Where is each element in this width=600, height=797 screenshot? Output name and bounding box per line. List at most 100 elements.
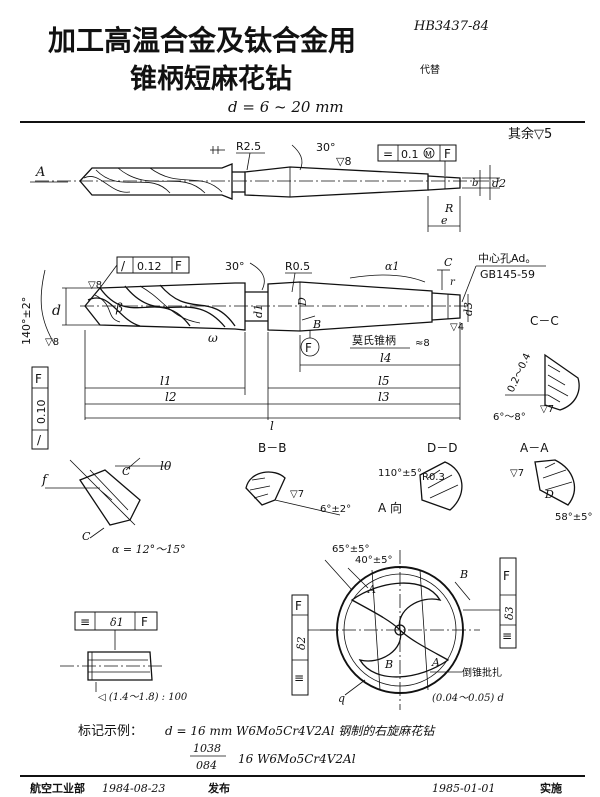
main-frame-value: 0.12 [137,260,162,273]
detail-frame-datum: F [141,615,148,629]
footer-implemented: 实施 [540,781,562,795]
main-label-d: D [296,297,309,307]
dim-l4: l4 [380,351,391,365]
dim-l2: l2 [165,390,176,404]
main-view: / 0.12 F ▽8 30° R0.5 α1 C r 中心孔Ad。 GB145… [20,252,546,450]
footer-issue-date: 1984-08-23 [102,782,165,795]
section-cc-dim: 0.2～0.4 [506,352,534,395]
section-bb-angle: 6°±2° [320,504,351,515]
main-rough-4: ▽4 [450,322,464,333]
end-view-label-q: q [338,692,345,705]
detail-taper: ≡ δ1 F ◁ (1.4～1.8) : 100 [60,611,188,703]
detail-label-c: C [122,465,131,478]
footer-effective-date: 1985-01-01 [432,782,495,795]
standard-number: HB3437-84 [413,19,489,34]
footer-issuer: 航空工业部 [30,781,85,795]
end-frame1-datum: F [295,599,302,613]
detail-frame-symbol: ≡ [80,615,90,629]
dim-l: l [270,419,274,433]
end-frame2-value: δ3 [503,606,516,620]
section-c-c: C－C 0.2～0.4 6°～8° ▽7 [493,314,580,423]
end-view-label-b1: B [459,568,468,581]
end-view-a: A 向 65°±5° 40°±5° A B B A F δ2 ≡ F δ3 ≡ … [291,500,517,710]
end-view-angle2: 40°±5° [355,555,392,566]
main-rough-side: ▽8 [45,337,59,348]
morse-taper-label: 莫氏锥柄 [352,334,396,347]
helix-angle-beta: β [115,301,123,315]
section-mark-a: A [35,165,45,180]
marking-fraction-bottom: 084 [196,759,217,772]
end-view-label-b2: B [384,658,393,671]
main-datum-f: F [305,341,312,355]
end-frame2-symbol: ≡ [502,629,512,643]
top-roughness: ▽8 [336,155,351,168]
section-cc-rough: ▽7 [540,404,554,415]
section-bb-title: B－B [258,441,286,455]
detail-label-l0: l0 [160,459,172,473]
marking-example: 标记示例： d = 16 mm W6Mo5Cr4V2Al 钢制的右旋麻花钻 10… [78,724,436,772]
section-cc-title: C－C [530,314,559,328]
main-section-b: B [312,318,321,331]
marking-example-text: d = 16 mm W6Mo5Cr4V2Al 钢制的右旋麻花钻 [165,724,436,738]
marking-label: 标记示例： [78,724,143,739]
main-angle-30: 30° [225,260,245,273]
point-angle: 140°±2° [20,297,33,345]
center-hole-label: 中心孔Ad。 [478,252,536,265]
title-line-2: 锥柄短麻花钻 [130,64,292,95]
section-aa-rough: ▽7 [510,468,524,479]
end-frame1-value: δ2 [295,636,308,650]
main-label-d1: d1 [252,304,265,318]
end-view-frame-left [291,594,309,696]
top-frame-datum: F [444,147,451,161]
main-radius-r05: R0.5 [285,260,310,273]
top-radius-label: R2.5 [236,140,261,153]
section-bb-rough: ▽7 [290,489,304,500]
section-cc-angle: 6°～8° [493,412,526,423]
footer-issued: 发布 [207,781,230,795]
dim-l1: l1 [160,374,171,388]
main-label-d3: d3 [462,302,475,316]
end-view-title: A 向 [378,500,402,515]
end-view-note-taper: (0.04～0.05) d [432,693,504,704]
detail-cutting-edge: f C l0 C α = 12°～15° [41,457,186,556]
section-aa-label-d: D [544,488,554,501]
end-view-frame-right [499,557,517,649]
section-dd-angle: 110°±5° [378,468,422,479]
main-frame-symbol: / [121,259,126,273]
main-roughness-top: ▽8 [88,280,102,291]
main-section-c-top: C [444,256,453,269]
top-tolerance-frame [377,144,457,162]
left-frame-value: 0.10 [35,400,48,425]
detail-label-c2: C [82,530,91,543]
dim-l5: l5 [378,374,389,388]
top-angle-label: 30° [316,141,336,154]
detail-tolerance-frame [74,611,158,631]
section-dd-radius: R0.3 [422,472,445,483]
section-d-d: D－D 110°±5° R0.3 [378,441,463,511]
section-aa-angle: 58°±5° [555,512,592,523]
end-view-label-a2: A [431,656,440,669]
top-frame-symbol: = [383,147,393,161]
section-b-b: B－B ▽7 6°±2° [245,441,351,516]
marking-code: 16 W6Mo5Cr4V2Al [238,752,356,766]
left-runout-frame [31,366,49,450]
section-dd-title: D－D [427,441,457,455]
left-frame-datum: F [35,372,42,386]
top-dim-b: b [472,178,478,189]
end-frame1-symbol: ≡ [294,671,304,685]
detail-frame-value: δ1 [110,616,124,629]
end-view-label-a1: A [367,583,376,596]
detail-alpha-angle: α = 12°～15° [112,543,186,556]
detail-taper-ratio: ◁ (1.4～1.8) : 100 [98,692,188,703]
center-hole-standard: GB145-59 [480,268,535,281]
top-dim-d2: d2 [492,177,506,190]
section-a-a: A－A ▽7 D 58°±5° [510,441,592,523]
main-frame-datum: F [175,259,182,273]
main-label-omega: ω [208,331,218,345]
main-label-r: r [450,277,456,288]
main-rough-8: ≈8 [415,338,430,349]
replaces-label: 代替 [420,63,440,76]
top-frame-modifier: M [425,150,432,159]
left-frame-symbol: / [37,433,42,447]
